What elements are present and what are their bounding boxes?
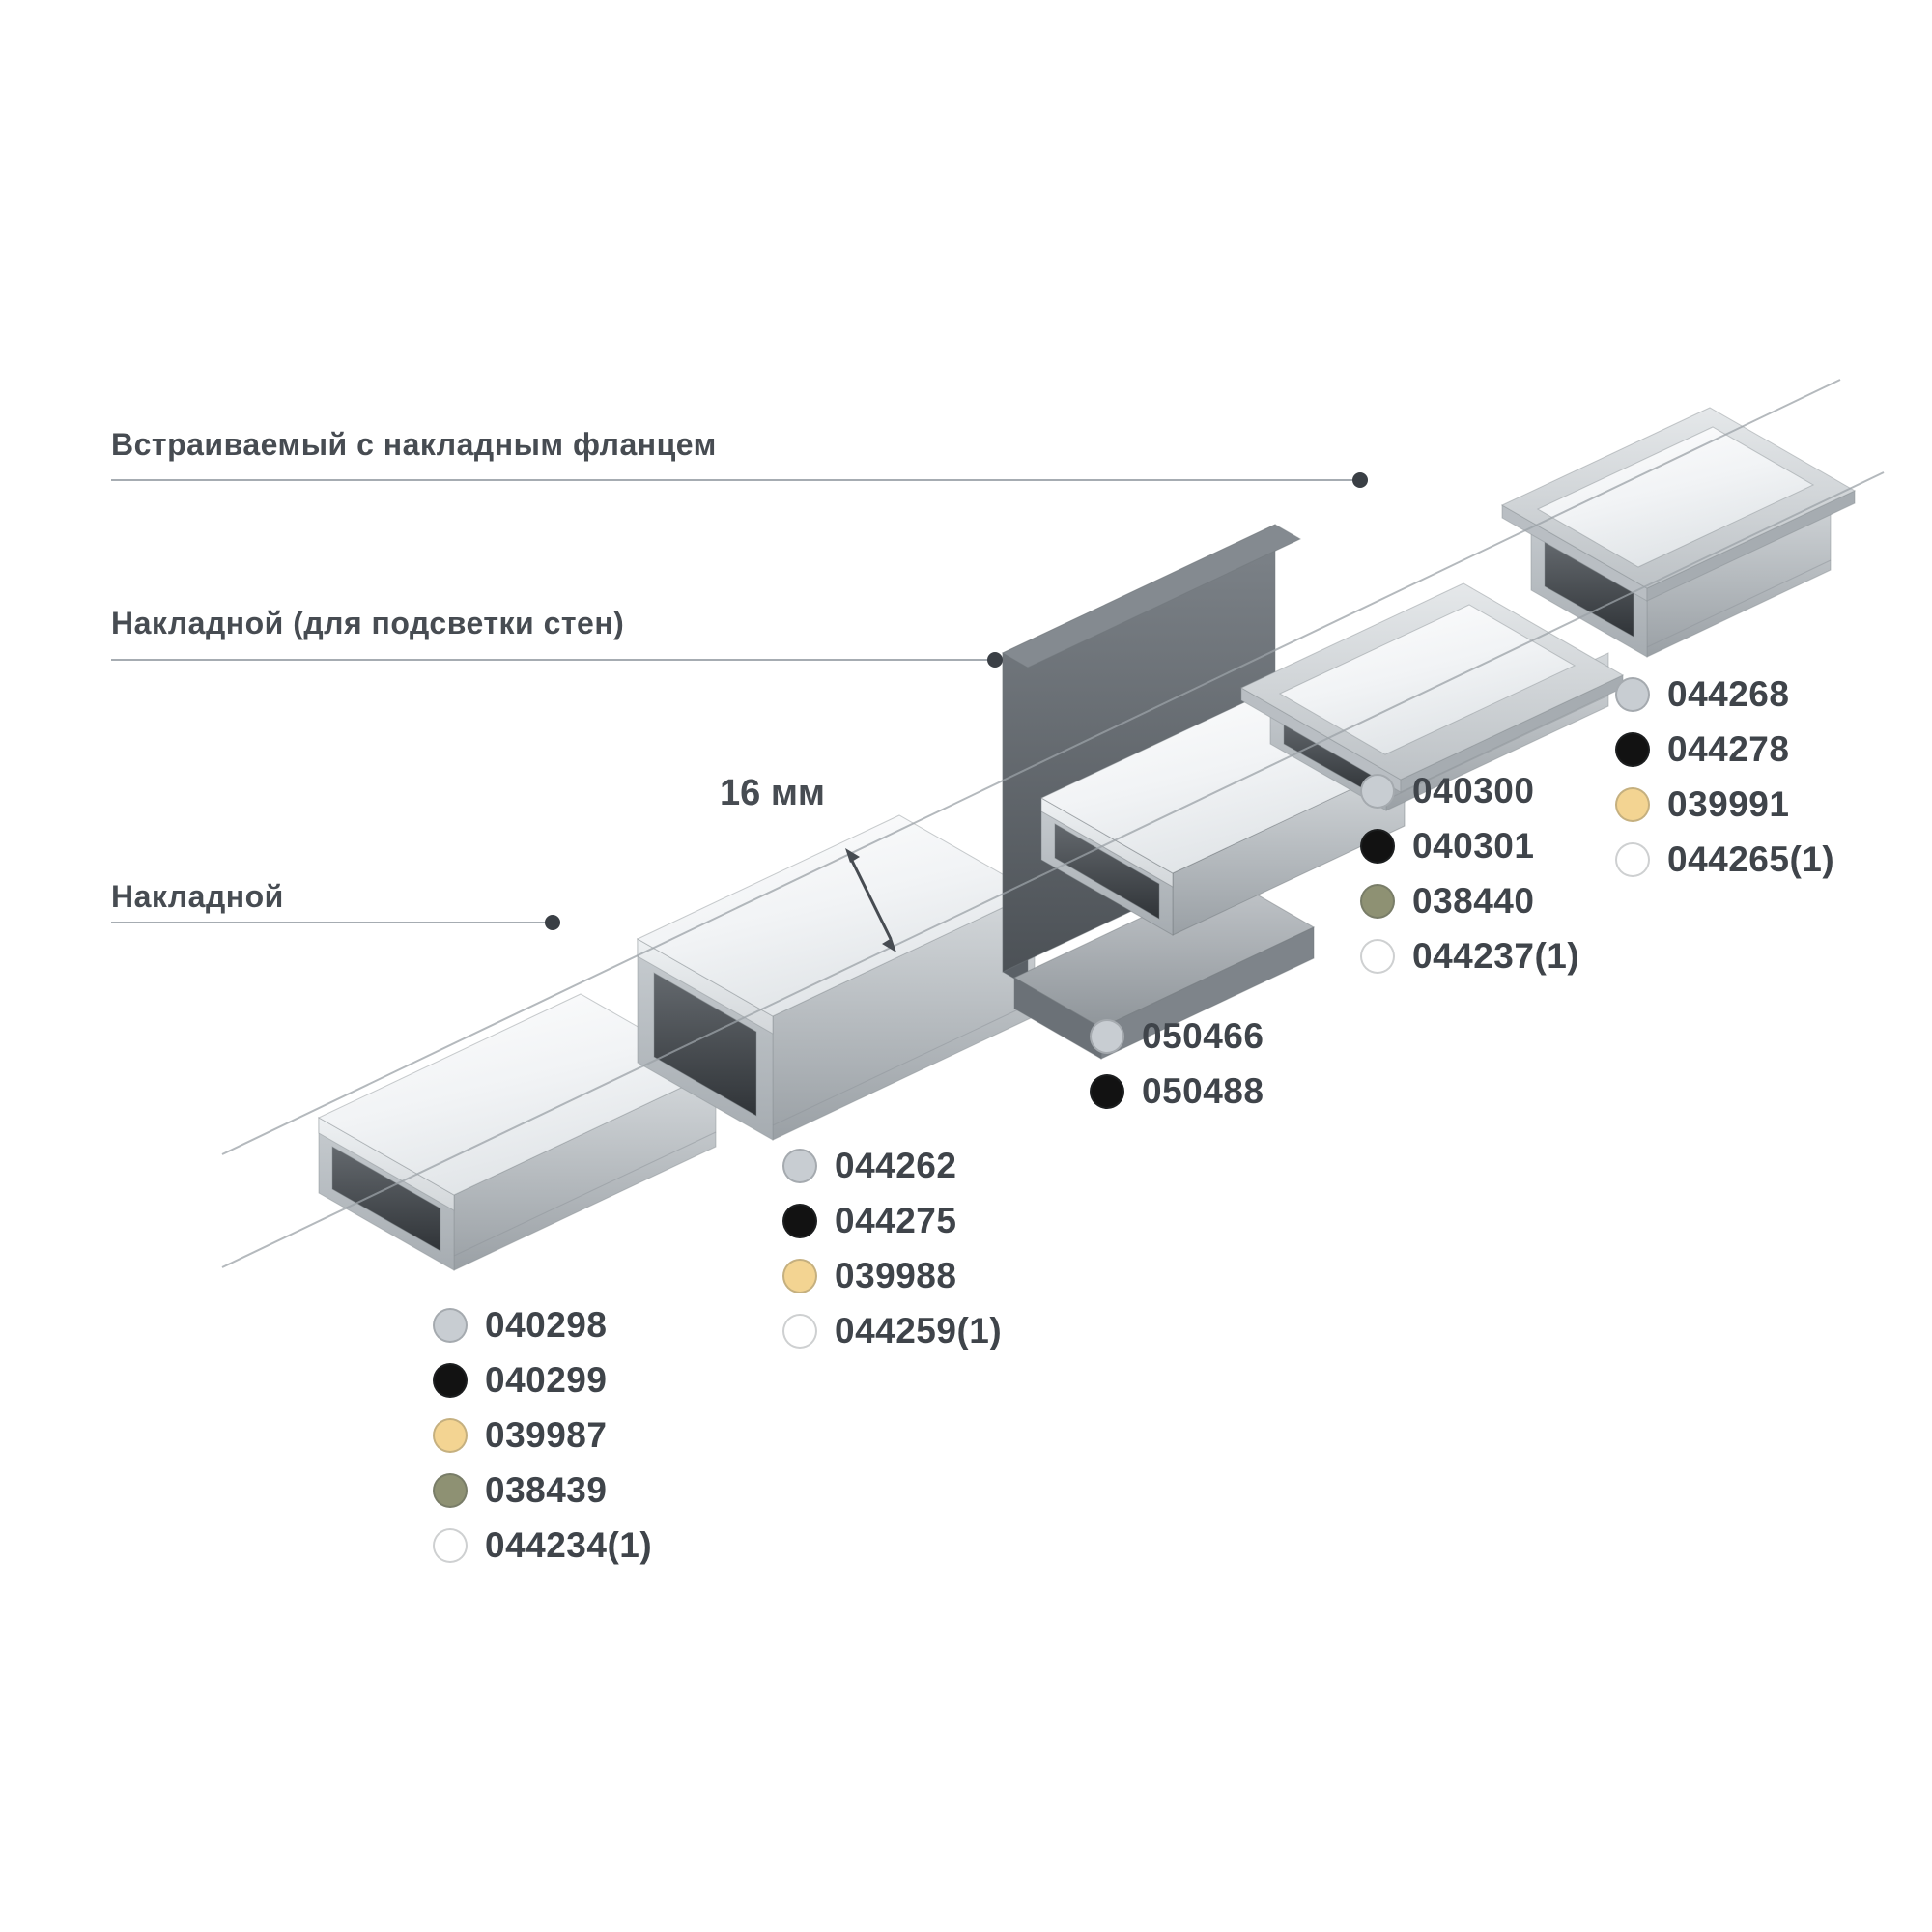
- profile-cavity: [331, 1146, 441, 1252]
- part-code: 039991: [1667, 783, 1790, 824]
- side-groove: [772, 1001, 1036, 1126]
- profile-cavity: [653, 972, 757, 1117]
- part-row: 044237(1): [1360, 928, 1579, 983]
- profile-recessed-deep: [1500, 407, 1857, 658]
- dimension-arrow: [845, 848, 896, 952]
- finish-color-dot: [1360, 773, 1395, 809]
- axis-line-upper: [221, 379, 1841, 1155]
- parts-list-surface-tall: 044262 044275 039988 044259(1): [782, 1138, 1002, 1358]
- parts-list-recessed-deep: 044268 044278 039991 044265(1): [1615, 667, 1834, 887]
- part-row: 044275: [782, 1193, 1002, 1248]
- part-row: 050488: [1090, 1064, 1264, 1119]
- leader-dot: [987, 652, 1003, 668]
- finish-color-dot: [782, 1203, 817, 1238]
- bracket-shelf-edge: [1013, 977, 1102, 1060]
- finish-color-dot: [1360, 938, 1395, 974]
- part-row: 039987: [433, 1407, 652, 1463]
- part-row: 044268: [1615, 667, 1834, 722]
- diffuser-cover: [1278, 604, 1577, 755]
- diffuser-edge: [318, 1117, 455, 1211]
- side-groove: [1646, 559, 1832, 648]
- diffuser-cover: [1536, 426, 1815, 568]
- finish-color-dot: [1615, 786, 1650, 822]
- finish-color-dot: [1090, 1073, 1124, 1109]
- profile-surface-low: [317, 993, 718, 1271]
- part-code: 050466: [1142, 1015, 1264, 1056]
- part-code: 040300: [1412, 770, 1535, 810]
- finish-color-dot: [1360, 883, 1395, 919]
- diffuser-edge: [1040, 797, 1174, 888]
- part-row: 044234(1): [433, 1518, 652, 1573]
- leader-dot: [1352, 472, 1368, 488]
- parts-list-wall: 050466 050488: [1090, 1009, 1264, 1119]
- label-surface-wall: Накладной (для подсветки стен): [111, 606, 625, 640]
- part-code: 038440: [1412, 880, 1535, 921]
- dimension-label: 16 мм: [720, 773, 826, 813]
- flange-edge-front: [1646, 490, 1856, 602]
- finish-color-dot: [1360, 828, 1395, 864]
- leader-dot: [545, 915, 560, 930]
- part-code: 040301: [1412, 825, 1535, 866]
- label-surface: Накладной: [111, 879, 284, 914]
- part-row: 040301: [1360, 818, 1579, 873]
- axis-line-lower: [221, 471, 1885, 1268]
- part-row: 044265(1): [1615, 832, 1834, 887]
- finish-color-dot: [433, 1307, 468, 1343]
- finish-color-dot: [782, 1313, 817, 1349]
- arrowhead-down: [882, 938, 896, 952]
- finish-color-dot: [1615, 731, 1650, 767]
- arrowhead-up: [845, 848, 860, 863]
- part-code: 039987: [485, 1414, 608, 1455]
- leader-lines: [111, 472, 1368, 930]
- part-row: 040298: [433, 1297, 652, 1352]
- part-row: 044278: [1615, 722, 1834, 777]
- part-code: 044275: [835, 1200, 957, 1240]
- finish-color-dot: [433, 1417, 468, 1453]
- finish-color-dot: [782, 1148, 817, 1183]
- part-code: 039988: [835, 1255, 957, 1295]
- part-row: 044259(1): [782, 1303, 1002, 1358]
- part-row: 039991: [1615, 777, 1834, 832]
- profile-cavity: [1054, 823, 1160, 920]
- part-code: 040299: [485, 1359, 608, 1400]
- finish-color-dot: [1090, 1018, 1124, 1054]
- side-groove: [453, 1131, 717, 1257]
- label-recessed-flange: Встраиваемый с накладным фланцем: [111, 427, 717, 462]
- part-code: 044237(1): [1412, 935, 1580, 976]
- profile-wall-bracket: [1001, 524, 1406, 1060]
- part-code: 044234(1): [485, 1524, 653, 1565]
- part-row: 038440: [1360, 873, 1579, 928]
- dimension-line: [849, 858, 893, 940]
- side-groove: [1385, 695, 1609, 801]
- parts-list-recessed-flange: 040300 040301 038440 044237(1): [1360, 763, 1579, 983]
- part-code: 038439: [485, 1469, 608, 1510]
- part-row: 044262: [782, 1138, 1002, 1193]
- part-code: 050488: [1142, 1070, 1264, 1111]
- part-row: 038439: [433, 1463, 652, 1518]
- part-code: 044265(1): [1667, 838, 1835, 879]
- part-code: 040298: [485, 1304, 608, 1345]
- finish-color-dot: [1615, 841, 1650, 877]
- finish-color-dot: [433, 1472, 468, 1508]
- finish-color-dot: [782, 1258, 817, 1293]
- part-row: 050466: [1090, 1009, 1264, 1064]
- part-code: 044262: [835, 1145, 957, 1185]
- part-row: 040299: [433, 1352, 652, 1407]
- diffuser-edge: [637, 938, 774, 1035]
- part-row: 040300: [1360, 763, 1579, 818]
- profile-recessed-flange: [1239, 582, 1625, 811]
- finish-color-dot: [433, 1527, 468, 1563]
- part-code: 044268: [1667, 673, 1790, 714]
- construction-lines: [221, 379, 1885, 1268]
- part-row: 039988: [782, 1248, 1002, 1303]
- part-code: 044278: [1667, 728, 1790, 769]
- bracket-plate-top: [1001, 524, 1302, 668]
- finish-color-dot: [433, 1362, 468, 1398]
- finish-color-dot: [1615, 676, 1650, 712]
- part-code: 044259(1): [835, 1310, 1003, 1350]
- profile-surface-tall: [636, 814, 1037, 1141]
- parts-list-surface-low: 040298 040299 039987 038439 044234(1): [433, 1297, 652, 1573]
